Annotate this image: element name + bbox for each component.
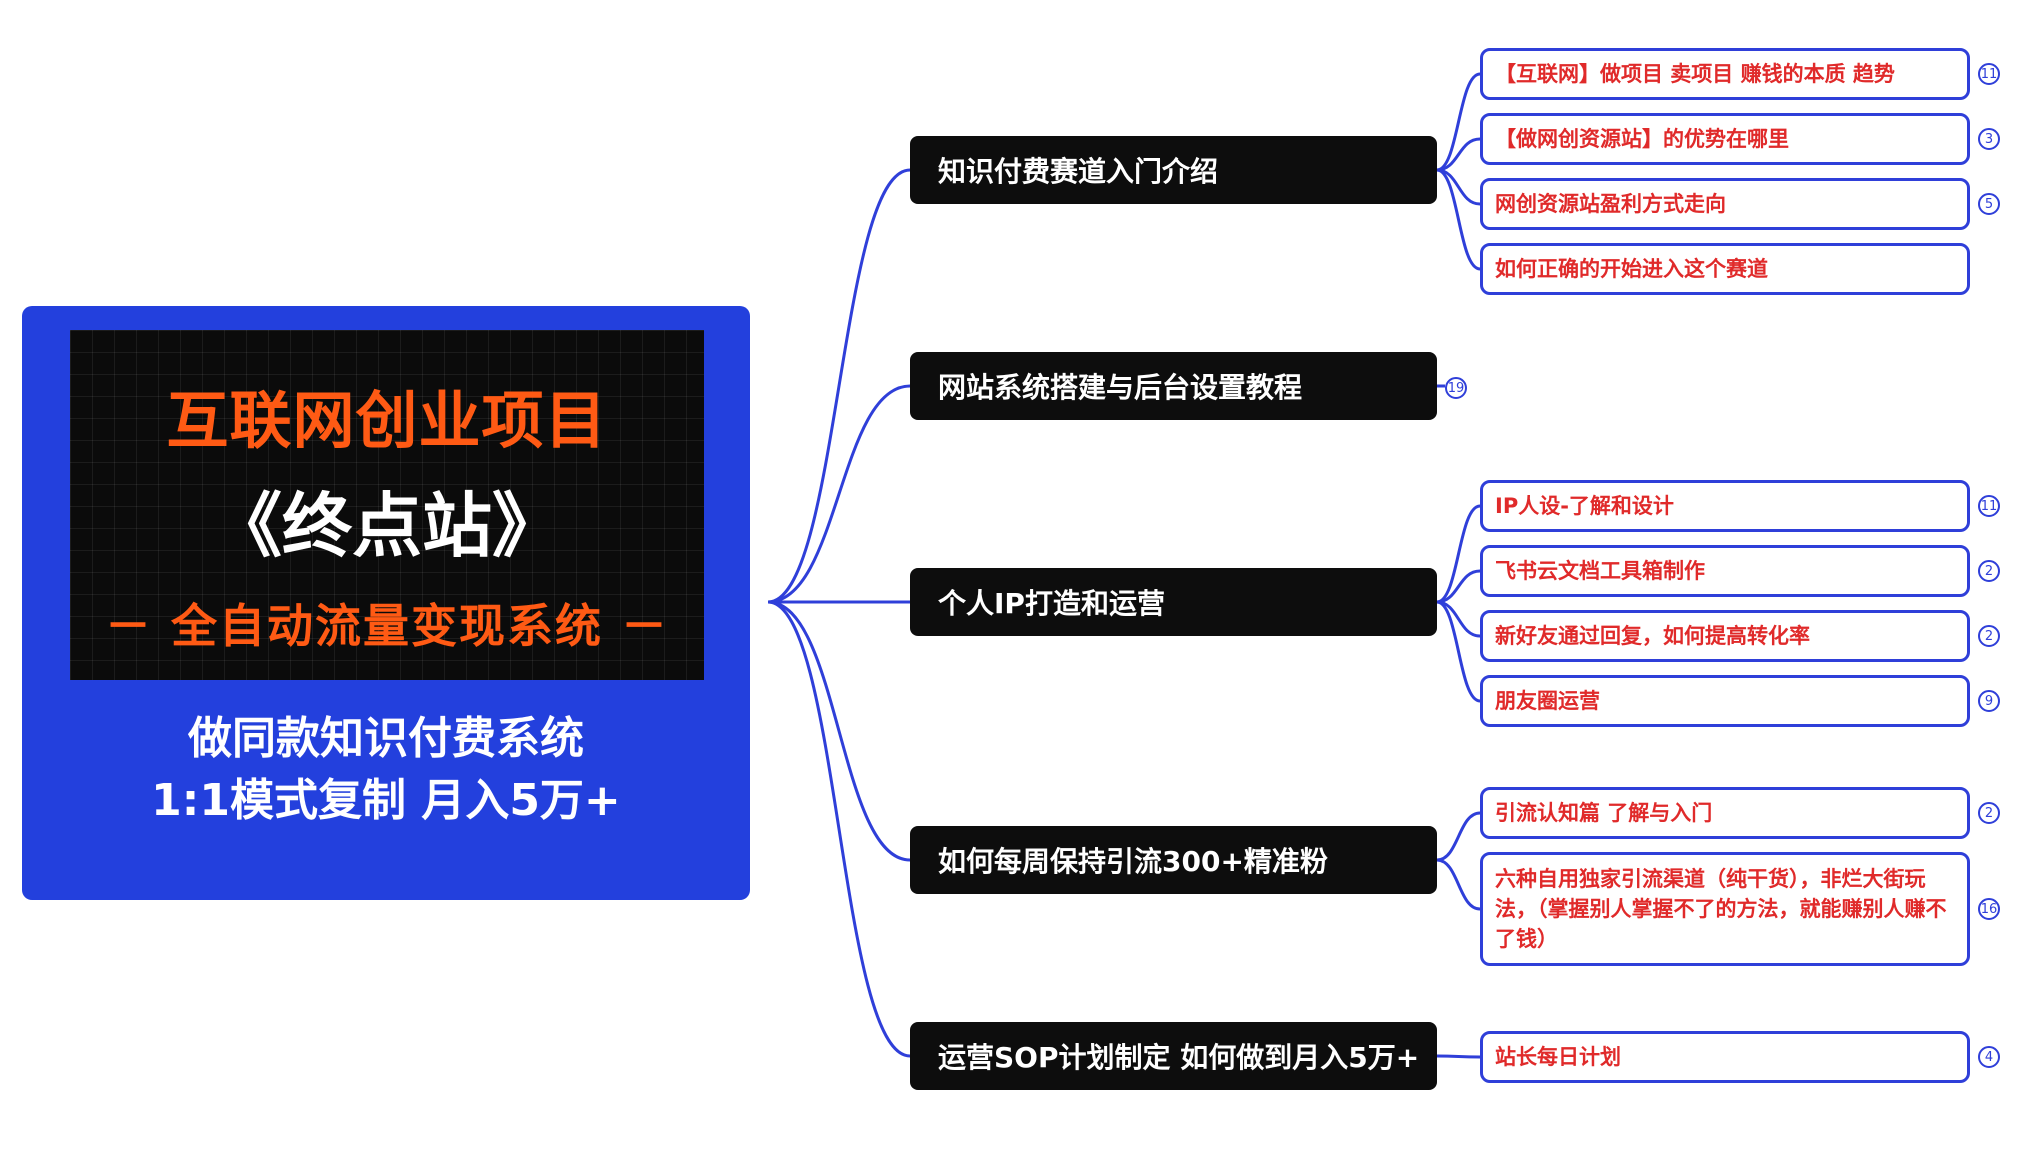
leaf-topic[interactable]: 朋友圈运营	[1480, 675, 1970, 727]
leaf-topic[interactable]: 站长每日计划	[1480, 1031, 1970, 1083]
branch-to-leaf-connector	[1436, 72, 1481, 172]
root-line-2: 1:1模式复制 月入5万+	[151, 775, 621, 826]
leaf-topic[interactable]: 飞书云文档工具箱制作	[1480, 545, 1970, 597]
branch-label: 运营SOP计划制定 如何做到月入5万+	[938, 1041, 1420, 1074]
leaf-label: 【互联网】做项目 卖项目 赚钱的本质 趋势	[1495, 62, 1895, 86]
leaf-topic[interactable]: IP人设-了解和设计	[1480, 480, 1970, 532]
branch-topic-intro[interactable]: 知识付费赛道入门介绍	[910, 136, 1437, 204]
branch-to-leaf-connector	[1436, 137, 1481, 172]
branch-to-leaf-connector	[1436, 600, 1481, 703]
root-line-1: 做同款知识付费系统	[188, 713, 584, 764]
banner-subtitle: 《终点站》	[212, 485, 562, 567]
collapse-count-badge[interactable]: 2	[1978, 560, 2000, 582]
branch-label: 如何每周保持引流300+精准粉	[938, 845, 1328, 878]
leaf-label: 引流认知篇 了解与入门	[1495, 801, 1713, 825]
branch-label: 知识付费赛道入门介绍	[938, 155, 1219, 188]
leaf-topic[interactable]: 网创资源站盈利方式走向	[1480, 178, 1970, 230]
leaf-label: 朋友圈运营	[1495, 689, 1600, 713]
branch-to-leaf-connector	[1436, 168, 1481, 271]
collapse-count-badge[interactable]: 19	[1445, 377, 1467, 399]
collapse-count-badge[interactable]: 3	[1978, 128, 2000, 150]
branch-topic-traffic[interactable]: 如何每周保持引流300+精准粉	[910, 826, 1437, 894]
banner-title: 互联网创业项目	[166, 384, 608, 457]
leaf-topic[interactable]: 【互联网】做项目 卖项目 赚钱的本质 趋势	[1480, 48, 1970, 100]
collapse-count-badge[interactable]: 2	[1978, 625, 2000, 647]
banner-tagline: － 全自动流量变现系统 －	[104, 599, 670, 653]
collapse-count-badge[interactable]: 11	[1978, 495, 2000, 517]
leaf-label: 新好友通过回复，如何提高转化率	[1495, 624, 1810, 648]
leaf-label: 飞书云文档工具箱制作	[1495, 559, 1705, 583]
root-to-branch-connector	[767, 384, 911, 604]
leaf-topic[interactable]: 如何正确的开始进入这个赛道	[1480, 243, 1970, 295]
collapse-count-badge[interactable]: 4	[1978, 1046, 2000, 1068]
branch-label: 个人IP打造和运营	[938, 587, 1165, 620]
branch-to-leaf-connector	[1436, 811, 1481, 862]
leaf-topic[interactable]: 新好友通过回复，如何提高转化率	[1480, 610, 1970, 662]
leaf-label: IP人设-了解和设计	[1495, 494, 1674, 518]
collapse-count-badge[interactable]: 16	[1978, 898, 2000, 920]
branch-to-leaf-connector	[1436, 504, 1481, 604]
branch-topic-personal-ip[interactable]: 个人IP打造和运营	[910, 568, 1437, 636]
root-to-branch-connector	[767, 600, 911, 862]
root-to-branch-connector	[767, 600, 911, 1058]
collapse-count-badge[interactable]: 2	[1978, 802, 2000, 824]
leaf-topic[interactable]: 引流认知篇 了解与入门	[1480, 787, 1970, 839]
collapse-count-badge[interactable]: 5	[1978, 193, 2000, 215]
collapse-count-badge[interactable]: 11	[1978, 63, 2000, 85]
leaf-label: 网创资源站盈利方式走向	[1495, 192, 1726, 216]
branch-label: 网站系统搭建与后台设置教程	[938, 371, 1303, 404]
root-topic[interactable]: 互联网创业项目 《终点站》 － 全自动流量变现系统 － 做同款知识付费系统 1:…	[22, 306, 750, 900]
leaf-label: 如何正确的开始进入这个赛道	[1495, 257, 1768, 281]
leaf-topic[interactable]: 【做网创资源站】的优势在哪里	[1480, 113, 1970, 165]
leaf-label: 六种自用独家引流渠道（纯干货），非烂大街玩法，（掌握别人掌握不了的方法，就能赚别…	[1495, 867, 1947, 951]
root-to-branch-connector	[767, 168, 911, 604]
leaf-topic[interactable]: 六种自用独家引流渠道（纯干货），非烂大街玩法，（掌握别人掌握不了的方法，就能赚别…	[1480, 852, 1970, 966]
branch-to-leaf-connector	[1436, 569, 1481, 604]
leaf-label: 【做网创资源站】的优势在哪里	[1495, 127, 1789, 151]
branch-topic-website-setup[interactable]: 网站系统搭建与后台设置教程	[910, 352, 1437, 420]
leaf-label: 站长每日计划	[1495, 1045, 1621, 1069]
branch-to-leaf-connector	[1436, 1054, 1481, 1059]
collapse-count-badge[interactable]: 9	[1978, 690, 2000, 712]
root-banner-image: 互联网创业项目 《终点站》 － 全自动流量变现系统 －	[70, 330, 704, 680]
branch-to-leaf-connector	[1436, 858, 1481, 911]
branch-topic-sop[interactable]: 运营SOP计划制定 如何做到月入5万+	[910, 1022, 1437, 1090]
